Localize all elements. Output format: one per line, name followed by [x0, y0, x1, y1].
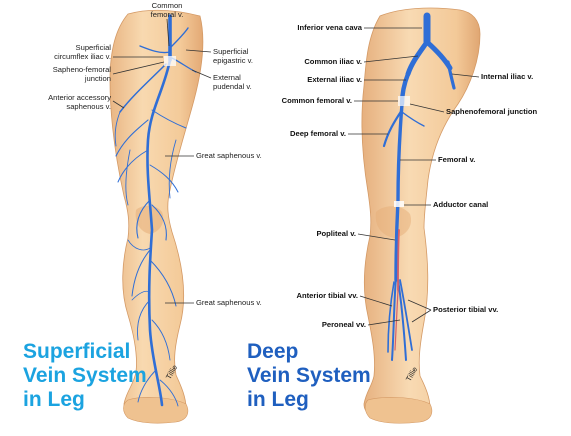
deep-labels: Inferior vena cava Common iliac v. Exter…	[282, 23, 538, 383]
label-anterior-accessory-line1: Anterior accessory	[48, 93, 111, 102]
superficial-labels: Common femoral v. Superficial circumflex…	[48, 1, 262, 381]
label-sapheno-femoral-line1: Sapheno-femoral	[53, 65, 112, 74]
saphenofemoral-junction-marker	[164, 56, 176, 66]
caption-deep-line2: Vein System	[247, 364, 371, 387]
label-great-saphenous-upper: Great saphenous v.	[196, 151, 262, 160]
left-foot	[123, 397, 189, 424]
label-anterior-accessory-line2: saphenous v.	[66, 102, 111, 111]
deep-leg	[361, 7, 481, 424]
saphenofemoral-junction-deep-marker	[398, 96, 410, 106]
label-saphenofemoral-junction-deep: Saphenofemoral junction	[446, 107, 537, 116]
right-knee-shading	[375, 206, 412, 238]
superficial-leg	[109, 9, 204, 424]
label-common-femoral-line2: femoral v.	[151, 10, 184, 19]
label-external-pudendal-line2: pudendal v.	[213, 82, 252, 91]
label-inferior-vena-cava: Inferior vena cava	[297, 23, 362, 32]
caption-deep-line1: Deep	[247, 340, 299, 363]
deep-artery-network	[394, 229, 400, 351]
label-common-iliac: Common iliac v.	[304, 57, 362, 66]
label-posterior-tibial: Posterior tibial vv.	[433, 305, 498, 314]
label-superficial-circumflex-line2: circumflex iliac v.	[54, 52, 111, 61]
caption-deep: Deep Vein System in Leg	[247, 340, 371, 412]
label-common-femoral-line1: Common	[152, 1, 183, 10]
label-femoral: Femoral v.	[438, 155, 475, 164]
label-sapheno-femoral-line2: junction	[84, 74, 111, 83]
caption-deep-line3: in Leg	[247, 388, 309, 411]
label-external-iliac: External iliac v.	[307, 75, 362, 84]
label-deep-femoral: Deep femoral v.	[290, 129, 346, 138]
caption-superficial-line3: in Leg	[23, 388, 85, 411]
label-anterior-tibial: Anterior tibial vv.	[297, 291, 358, 300]
label-peroneal: Peroneal vv.	[322, 320, 366, 329]
caption-superficial-line1: Superficial	[23, 340, 131, 363]
label-superficial-circumflex-line1: Superficial	[76, 43, 112, 52]
right-foot	[364, 397, 433, 424]
label-superficial-epigastric-line2: epigastric v.	[213, 56, 253, 65]
label-adductor-canal: Adductor canal	[433, 200, 488, 209]
caption-superficial-line2: Vein System	[23, 364, 147, 387]
left-knee-shading	[135, 205, 164, 234]
label-popliteal: Popliteal v.	[316, 229, 356, 238]
label-external-pudendal-line1: External	[213, 73, 241, 82]
label-superficial-epigastric-line1: Superficial	[213, 47, 249, 56]
adductor-canal-marker	[394, 201, 404, 207]
label-internal-iliac: Internal iliac v.	[481, 72, 533, 81]
caption-superficial: Superficial Vein System in Leg	[23, 340, 147, 412]
label-common-femoral-deep: Common femoral v.	[282, 96, 352, 105]
label-great-saphenous-lower: Great saphenous v.	[196, 298, 262, 307]
